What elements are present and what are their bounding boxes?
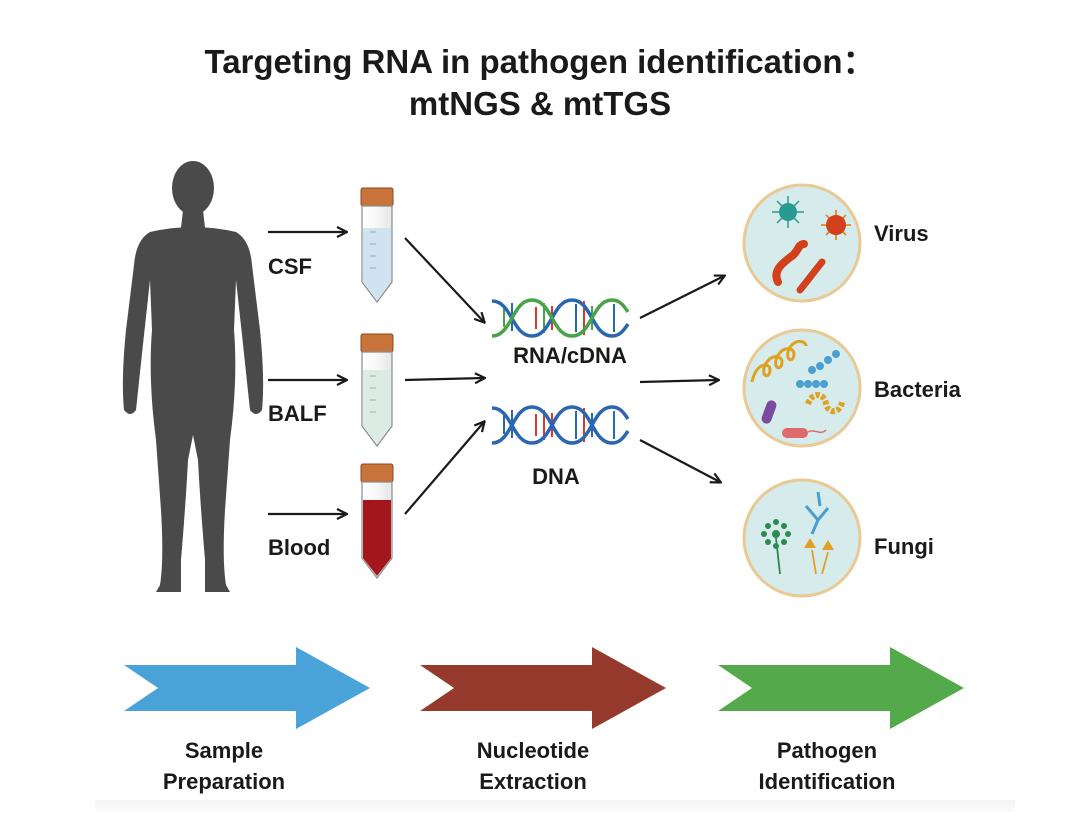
dna-helix-icon bbox=[491, 405, 630, 445]
blood-to-dna-arrow bbox=[404, 422, 484, 515]
footer-shadow bbox=[95, 800, 1015, 812]
pathogen-identification-arrow bbox=[718, 647, 964, 729]
figure-title-line2: mtNGS & mtTGS bbox=[408, 85, 672, 122]
csf-label: CSF bbox=[268, 254, 312, 279]
balf-to-rna-arrow bbox=[404, 378, 484, 380]
rna-to-virus-arrow bbox=[639, 276, 724, 319]
step-nucleotide-line1: Nucleotide bbox=[476, 738, 590, 763]
fungi-label: Fungi bbox=[874, 534, 934, 559]
nucleotide-extraction-arrow bbox=[420, 647, 666, 729]
step-pathogen-identification: Pathogen Identification bbox=[697, 735, 957, 797]
balf-label: BALF bbox=[268, 401, 327, 426]
sample-preparation-arrow bbox=[124, 647, 370, 729]
bacteria-dish-icon bbox=[742, 328, 862, 448]
figure-title-line1: Targeting RNA in pathogen identification… bbox=[204, 43, 876, 80]
step-nucleotide-line2: Extraction bbox=[479, 769, 587, 794]
blood-label: Blood bbox=[268, 535, 331, 560]
virus-label: Virus bbox=[874, 221, 929, 246]
step-nucleotide-extraction: Nucleotide Extraction bbox=[403, 735, 663, 797]
rna-helix-icon bbox=[491, 298, 630, 338]
csf-tube-icon bbox=[360, 187, 394, 303]
step-pathogen-line2: Identification bbox=[758, 769, 896, 794]
blood-tube-icon bbox=[360, 463, 394, 579]
step-sample-preparation: Sample Preparation bbox=[94, 735, 354, 797]
bacteria-label: Bacteria bbox=[874, 377, 961, 402]
fungi-dish-icon bbox=[742, 478, 862, 598]
rna-to-bacteria-arrow bbox=[639, 380, 718, 382]
rna-cdna-label: RNA/cDNA bbox=[513, 343, 627, 368]
dna-to-fungi-arrow bbox=[639, 439, 720, 482]
virus-dish-icon bbox=[742, 183, 862, 303]
csf-to-rna-arrow bbox=[404, 237, 484, 322]
human-silhouette-icon bbox=[122, 161, 264, 592]
step-sample-line2: Preparation bbox=[162, 769, 286, 794]
step-pathogen-line1: Pathogen bbox=[776, 738, 878, 763]
step-sample-line1: Sample bbox=[184, 738, 264, 763]
dna-label: DNA bbox=[532, 464, 580, 489]
balf-tube-icon bbox=[360, 333, 394, 447]
